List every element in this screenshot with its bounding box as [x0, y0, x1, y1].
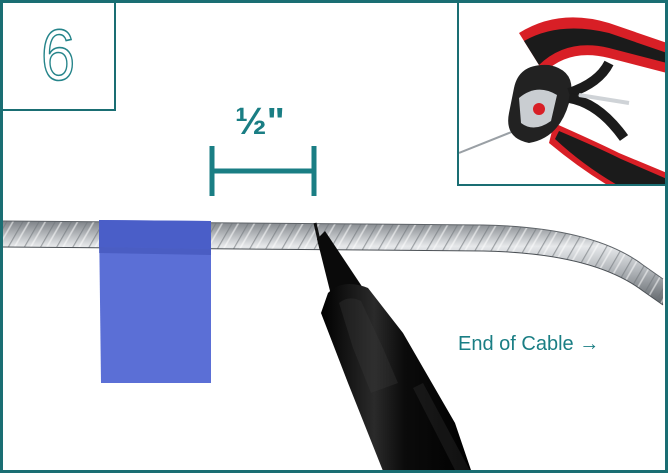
marker-pen [317, 231, 473, 473]
measurement-label: ½" [235, 103, 285, 141]
step-number-box: 6 [3, 3, 116, 111]
end-of-cable-label: End of Cable → [458, 333, 599, 356]
arrow-right-icon: → [579, 333, 599, 355]
end-of-cable-text: End of Cable [458, 333, 574, 355]
cable-cutter-inset [457, 3, 665, 186]
step-number: 6 [41, 20, 75, 92]
half-inch-bracket [212, 146, 314, 196]
cable-cutter-icon [459, 3, 665, 186]
blue-tape [99, 220, 211, 383]
